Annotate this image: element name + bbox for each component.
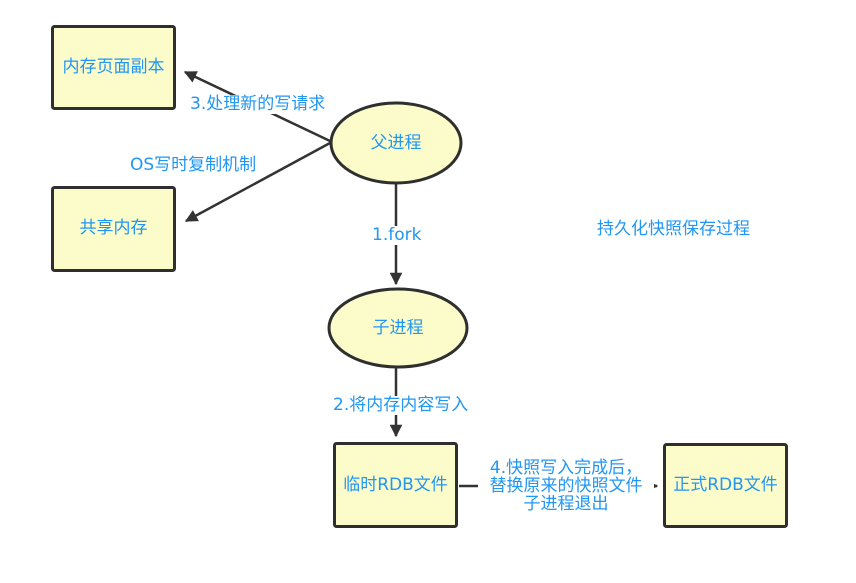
node-final-rdb-shape bbox=[663, 443, 788, 528]
edge-label-step3-handle-writes: 3.处理新的写请求 bbox=[187, 95, 329, 114]
node-parent-shape bbox=[329, 101, 463, 185]
node-child-label: 子进程 bbox=[372, 317, 424, 338]
node-child-shape bbox=[327, 287, 469, 369]
node-mem-copy-shape bbox=[51, 25, 176, 110]
node-temp-rdb-shape bbox=[333, 442, 458, 528]
edge-label-step2-write-memory: 2.将内存内容写入 bbox=[330, 396, 472, 415]
diagram-title: 持久化快照保存过程 bbox=[597, 219, 750, 239]
edge-label-step4-replace-snapshot: 4.快照写入完成后， 替换原来的快照文件 子进程退出 bbox=[478, 459, 654, 513]
node-shared-mem-label: 共享内存 bbox=[79, 218, 148, 238]
edge-label-step1-fork: 1.fork bbox=[369, 226, 425, 245]
node-temp-rdb-label: 临时RDB文件 bbox=[343, 474, 448, 495]
node-mem-copy-label: 内存页面副本 bbox=[62, 56, 165, 77]
edge-parent-to-shared-mem bbox=[184, 141, 331, 223]
node-parent-label: 父进程 bbox=[370, 132, 422, 153]
node-final-rdb-label: 正式RDB文件 bbox=[673, 475, 778, 495]
node-shared-mem-shape bbox=[51, 186, 176, 272]
edge-label-os-copy-on-write: OS写时复制机制 bbox=[127, 156, 260, 175]
